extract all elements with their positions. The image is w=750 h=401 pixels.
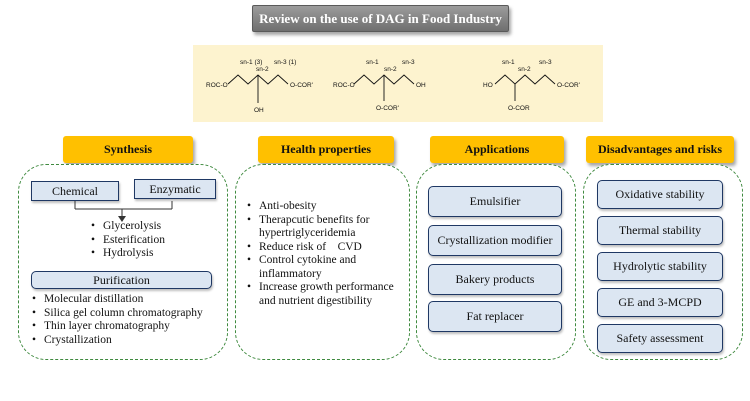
emulsifier-box: Emulsifier	[428, 186, 562, 217]
fat-replacer-box: Fat replacer	[428, 301, 562, 332]
list-item: Glycerolysis	[90, 220, 220, 234]
svg-text:sn-3: sn-3	[539, 59, 552, 66]
dag-structures-panel: sn-1 (3) sn-2 sn-3 (1) ROC-O O-COR' OH s…	[193, 45, 603, 122]
list-item: Reduce risk of CVD	[246, 241, 406, 255]
chemical-box: Chemical	[31, 181, 119, 201]
svg-text:HO: HO	[483, 82, 493, 89]
list-item: Hydrolysis	[90, 247, 220, 261]
health-header: Health properties	[258, 136, 394, 163]
structure-3: sn-1 sn-2 sn-3 HO O-COR' O-COR	[483, 59, 580, 112]
purification-list: Molecular distillation Silica gel column…	[31, 293, 231, 347]
structure-1: sn-1 (3) sn-2 sn-3 (1) ROC-O O-COR' OH	[206, 59, 313, 114]
svg-text:sn-2: sn-2	[256, 66, 269, 73]
ge-3mcpd-box: GE and 3-MCPD	[597, 288, 723, 317]
svg-text:sn-1: sn-1	[502, 59, 515, 66]
svg-text:sn-1: sn-1	[366, 59, 379, 66]
list-item: Esterification	[90, 234, 220, 248]
purification-box: Purification	[31, 271, 212, 289]
title-banner: Review on the use of DAG in Food Industr…	[252, 5, 509, 32]
crystallization-modifier-box: Crystallization modifier	[428, 225, 562, 256]
svg-text:sn-2: sn-2	[384, 66, 397, 73]
list-item: Increase growth performance and nutrient…	[246, 281, 406, 308]
thermal-stability-box: Thermal stability	[597, 216, 723, 245]
synthesis-connector	[74, 201, 173, 222]
svg-text:ROC-O: ROC-O	[333, 82, 355, 89]
svg-text:sn-3 (1): sn-3 (1)	[274, 59, 296, 66]
svg-text:sn-2: sn-2	[518, 66, 531, 73]
svg-text:sn-1 (3): sn-1 (3)	[240, 59, 262, 66]
list-item: Crystallization	[31, 334, 231, 348]
bakery-products-box: Bakery products	[428, 264, 562, 295]
enzymatic-box: Enzymatic	[134, 179, 216, 199]
list-item: Anti-obesity	[246, 200, 406, 214]
list-item: Molecular distillation	[31, 293, 231, 307]
svg-text:sn-3: sn-3	[402, 59, 415, 66]
svg-text:OH: OH	[254, 107, 264, 114]
svg-text:ROC-O: ROC-O	[206, 82, 228, 89]
svg-text:O-COR: O-COR	[508, 105, 530, 112]
list-item: Silica gel column chromatography	[31, 307, 231, 321]
list-item: Thin layer chromatography	[31, 320, 231, 334]
safety-assessment-box: Safety assessment	[597, 324, 723, 353]
svg-text:OH: OH	[416, 82, 426, 89]
list-item: Control cytokine and inflammatory	[246, 254, 406, 281]
health-list: Anti-obesity Therapcutic benefits for hy…	[246, 200, 406, 308]
svg-text:O-COR': O-COR'	[376, 105, 399, 112]
synthesis-methods-list: Glycerolysis Esterification Hydrolysis	[90, 220, 220, 261]
oxidative-stability-box: Oxidative stability	[597, 180, 723, 209]
svg-text:O-COR': O-COR'	[290, 82, 313, 89]
hydrolytic-stability-box: Hydrolytic stability	[597, 252, 723, 281]
synthesis-header: Synthesis	[63, 136, 193, 163]
structure-2: sn-1 sn-2 sn-3 ROC-O OH O-COR'	[333, 59, 426, 112]
disadvantages-header: Disadvantages and risks	[586, 136, 734, 163]
applications-header: Applications	[430, 136, 564, 163]
svg-text:O-COR': O-COR'	[557, 82, 580, 89]
list-item: Therapcutic benefits for hypertriglyceri…	[246, 214, 406, 241]
